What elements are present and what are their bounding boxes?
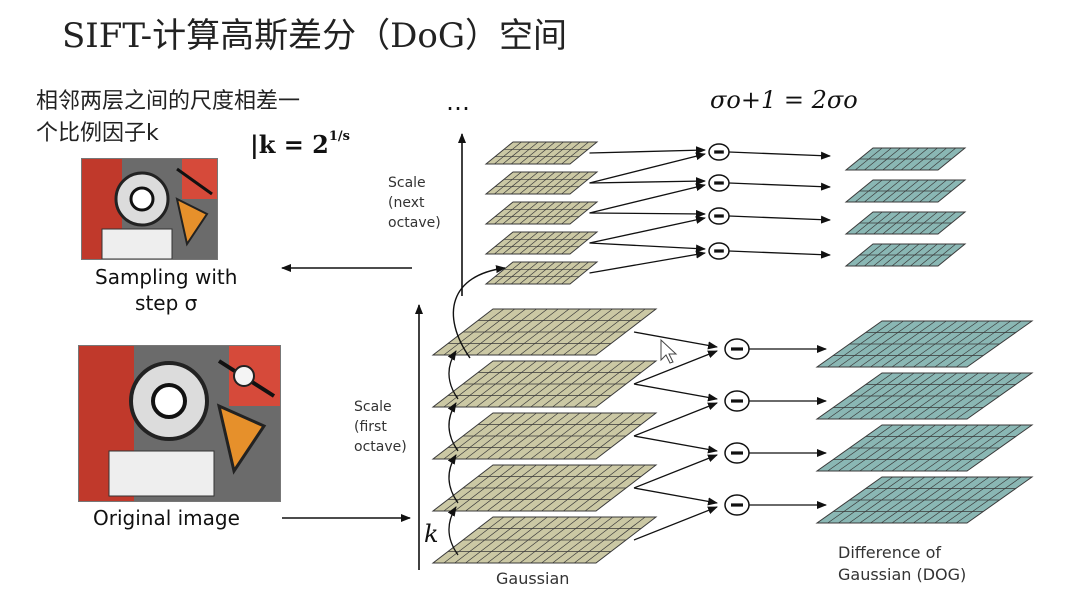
gaussian-layer-next-1 (484, 261, 599, 285)
gaussian-layer-first-2 (431, 464, 658, 512)
scale-next-line-1: Scale (388, 175, 426, 191)
dog-layer-first-1 (815, 476, 1034, 524)
subtract-operator-next-4-bar (714, 150, 724, 154)
gaussian-to-diff-arrow-first-1a (633, 506, 718, 541)
scale-first-octave-label: Scale (first octave) (354, 397, 407, 457)
gaussian-layer-next-5 (484, 141, 599, 165)
subtract-operator-first-4-bar (731, 347, 743, 351)
dog-layer-next-2 (844, 211, 967, 235)
formula-k: |k = 21/s (250, 129, 351, 159)
formula-sigma: σo+1 = 2σo (710, 86, 858, 114)
dog-layer-next-1 (844, 243, 967, 267)
dog-label: Difference of Gaussian (DOG) (838, 542, 966, 586)
subtract-operator-next-1-bar (714, 249, 724, 253)
sampling-label-line-2: step σ (135, 291, 198, 315)
gaussian-to-diff-arrow-next-1a (589, 250, 706, 274)
diff-to-dog-arrow-next-1 (728, 250, 831, 259)
mouse-cursor-icon (660, 338, 678, 364)
gaussian-to-diff-arrow-next-3a (589, 183, 706, 214)
diff-to-dog-arrow-next-3 (728, 182, 831, 191)
note-line-1: 相邻两层之间的尺度相差一 (36, 89, 301, 114)
gaussian-to-diff-arrow-first-3b (633, 383, 718, 402)
gaussian-layer-next-2 (484, 231, 599, 255)
gaussian-to-diff-arrow-first-2a (633, 454, 718, 489)
gaussian-layer-next-4 (484, 171, 599, 195)
formula-k-exponent: 1/s (328, 129, 351, 144)
gaussian-layer-first-1 (431, 516, 658, 564)
sampling-label-line-1: Sampling with (95, 265, 238, 289)
gaussian-to-diff-arrow-first-3a (633, 402, 718, 437)
gaussian-to-diff-arrow-next-4a (589, 152, 706, 184)
gaussian-to-diff-arrow-next-4b (589, 146, 706, 155)
more-octaves-ellipsis: … (446, 88, 472, 116)
scale-step-arrow-first-2 (447, 454, 459, 504)
scale-step-arrow-first-1 (447, 506, 459, 556)
sampling-label: Sampling with step σ (95, 264, 237, 316)
gaussian-label: Gaussian (496, 569, 570, 588)
subtract-operator-first-2-bar (731, 451, 743, 455)
subtract-operator-first-3-bar (731, 399, 743, 403)
subtract-operator-next-3-bar (714, 181, 724, 185)
dog-layer-next-4 (844, 147, 967, 171)
gaussian-to-diff-arrow-first-1b (633, 487, 718, 506)
gaussian-to-diff-arrow-next-2b (589, 209, 706, 218)
gaussian-layer-first-5 (431, 308, 658, 356)
gaussian-layer-next-3 (484, 201, 599, 225)
gaussian-to-diff-arrow-next-3b (589, 177, 706, 186)
scale-first-line-2: (first (354, 419, 387, 435)
gaussian-to-diff-arrow-first-4a (633, 350, 718, 385)
scale-first-line-1: Scale (354, 399, 392, 415)
dog-label-line-1: Difference of (838, 543, 941, 562)
sampled-image (81, 158, 218, 260)
formula-k-base: k = 2 (258, 130, 329, 159)
gaussian-to-diff-arrow-next-2a (589, 215, 706, 244)
gaussian-layer-first-4 (431, 360, 658, 408)
scale-first-line-3: octave) (354, 439, 407, 455)
scale-next-line-3: octave) (388, 215, 441, 231)
subtract-operator-first-1-bar (731, 503, 743, 507)
diff-to-dog-arrow-next-4 (728, 151, 831, 160)
downsample-arrow (452, 265, 506, 359)
scale-next-line-2: (next (388, 195, 425, 211)
dog-layer-first-4 (815, 320, 1034, 368)
note-line-2: 个比例因子k (36, 121, 159, 146)
subtract-operator-next-2-bar (714, 214, 724, 218)
dog-label-line-2: Gaussian (DOG) (838, 565, 967, 584)
scale-next-octave-label: Scale (next octave) (388, 173, 441, 233)
dog-layer-first-3 (815, 372, 1034, 420)
original-image-label: Original image (93, 506, 240, 530)
gaussian-to-diff-arrow-first-2b (633, 435, 718, 454)
dog-layer-first-2 (815, 424, 1034, 472)
scale-factor-note: 相邻两层之间的尺度相差一 个比例因子k (36, 86, 300, 150)
original-image (78, 345, 281, 502)
gaussian-layer-first-3 (431, 412, 658, 460)
dog-layer-next-3 (844, 179, 967, 203)
diff-to-dog-arrow-next-2 (728, 215, 831, 224)
scale-step-arrow-first-3 (447, 402, 459, 452)
scale-step-arrow-first-4 (447, 350, 459, 400)
slide-title: SIFT-计算高斯差分（DoG）空间 (62, 16, 567, 56)
gaussian-to-diff-arrow-first-4b (633, 331, 718, 350)
k-factor-label: k (424, 520, 439, 548)
gaussian-to-diff-arrow-next-1b (589, 242, 706, 253)
